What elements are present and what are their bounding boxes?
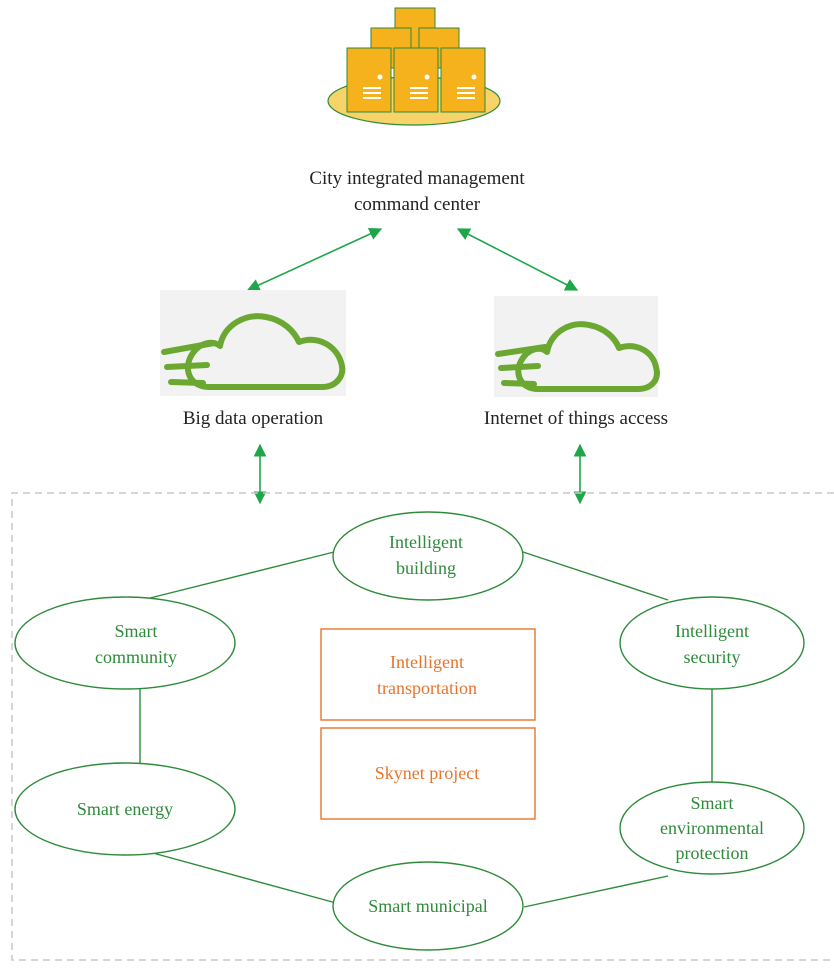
node-ellipse <box>332 511 524 601</box>
connection-building-security <box>522 551 669 601</box>
node-label-line2: building <box>396 558 456 578</box>
node-intelligent-building: Intelligent building <box>332 511 524 601</box>
server-unit <box>346 47 392 113</box>
command-center-title-line2: command center <box>354 194 481 215</box>
connection-energy-municipal <box>141 849 337 904</box>
connection-building-community <box>149 551 335 599</box>
node-label-line2: security <box>684 647 741 667</box>
node-smart-municipal: Smart municipal <box>332 861 524 951</box>
cloud-icon <box>161 313 346 390</box>
node-intelligent-security: Intelligent security <box>619 596 805 690</box>
server-unit <box>393 47 439 113</box>
node-ellipse <box>14 596 236 690</box>
node-ellipse <box>14 762 236 856</box>
node-label-line2: community <box>95 647 177 667</box>
node-connections <box>139 551 713 908</box>
iot-label: Internet of things access <box>484 408 668 429</box>
box-frame <box>320 727 536 820</box>
node-ellipse <box>332 861 524 951</box>
box-label: Skynet project <box>375 763 479 783</box>
connection-municipal-environment <box>523 875 669 908</box>
arrow-center-to-big-data <box>246 227 383 292</box>
big-data-cloud <box>160 290 346 396</box>
node-smart-energy: Smart energy <box>14 762 236 856</box>
cloud-icon <box>495 321 660 392</box>
arrow-center-to-iot <box>456 228 579 291</box>
big-data-label: Big data operation <box>183 408 324 429</box>
server-cluster-icon <box>327 7 501 126</box>
server-unit <box>440 47 486 113</box>
box-frame <box>320 628 536 721</box>
box-label-line2: transportation <box>377 678 477 698</box>
box-intelligent-transportation: Intelligent transportation <box>320 628 536 721</box>
node-label-line1: Smart <box>691 793 734 813</box>
node-label-line2: environmental <box>660 818 764 838</box>
smart-city-dashed-container <box>11 492 834 961</box>
box-label-line1: Intelligent <box>390 652 464 672</box>
command-center-title-line1: City integrated management <box>309 168 525 189</box>
box-skynet-project: Skynet project <box>320 727 536 820</box>
node-label-line1: Smart <box>115 621 158 641</box>
node-smart-community: Smart community <box>14 596 236 690</box>
iot-cloud <box>494 296 660 397</box>
node-ellipse <box>619 781 805 875</box>
node-label: Smart municipal <box>368 896 487 916</box>
node-label-line1: Intelligent <box>675 621 749 641</box>
node-label: Smart energy <box>77 799 173 819</box>
node-label-line1: Intelligent <box>389 532 463 552</box>
node-ellipse <box>619 596 805 690</box>
node-label-line3: protection <box>676 843 749 863</box>
node-smart-environmental-protection: Smart environmental protection <box>619 781 805 875</box>
